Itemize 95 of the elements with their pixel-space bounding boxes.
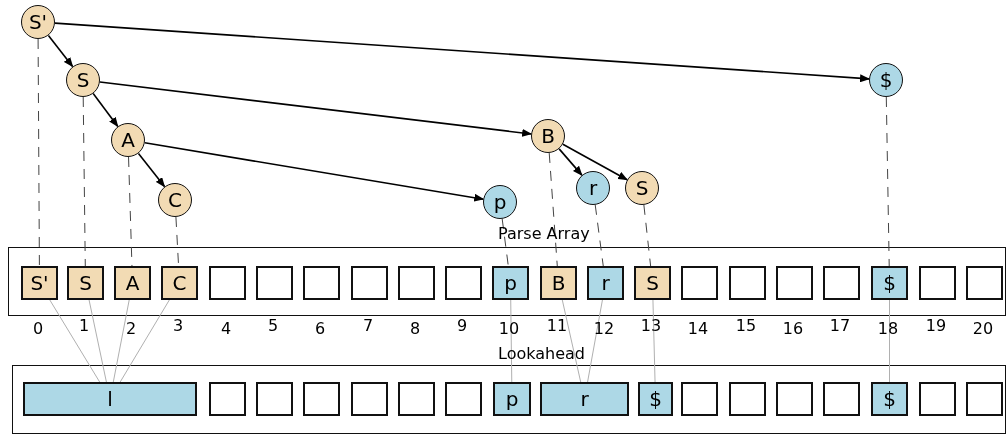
index-number: 2 [124, 319, 138, 338]
dashed-line [128, 156, 133, 267]
index-number: 20 [971, 319, 995, 338]
tree-node-circle: S' [21, 5, 55, 39]
empty-array-cell [445, 266, 482, 300]
array-cell: p [493, 382, 531, 416]
empty-array-cell [445, 382, 482, 416]
empty-array-cell [256, 382, 293, 416]
tree-node-circle: A [111, 123, 145, 157]
arrow [54, 22, 871, 83]
array-cell: p [492, 266, 529, 300]
array-cell: l [23, 382, 197, 416]
arrow [99, 81, 533, 137]
connector-line [49, 299, 101, 383]
array-cell: B [540, 266, 577, 300]
index-number: 13 [639, 316, 663, 335]
empty-array-cell [681, 266, 718, 300]
dashed-line [643, 204, 652, 267]
tree-node-circle: r [576, 171, 610, 205]
dashed-line [501, 218, 509, 267]
connector-line [587, 299, 603, 383]
arrow [92, 92, 119, 128]
panel-title: Parse Array [498, 224, 590, 243]
empty-array-cell [919, 382, 956, 416]
array-cell: C [161, 266, 198, 300]
empty-array-cell [823, 382, 860, 416]
connector-line [112, 299, 130, 383]
empty-array-cell [823, 266, 860, 300]
empty-array-cell [776, 266, 813, 300]
connector-line [561, 299, 582, 383]
empty-array-cell [398, 382, 435, 416]
empty-array-cell [776, 382, 813, 416]
connector-line [652, 299, 656, 383]
index-number: 8 [408, 319, 422, 338]
index-number: 14 [686, 319, 710, 338]
empty-array-cell [303, 382, 340, 416]
empty-array-cell [966, 266, 1003, 300]
empty-array-cell [966, 382, 1003, 416]
array-cell: $ [638, 382, 673, 416]
index-number: 18 [876, 319, 900, 338]
dashed-line [37, 38, 40, 267]
arrow [137, 152, 166, 188]
index-number: 3 [171, 316, 185, 335]
index-number: 7 [361, 316, 375, 335]
connector-line [88, 299, 107, 383]
index-number: 6 [313, 319, 327, 338]
connector-line [889, 299, 890, 383]
array-cell: S' [21, 266, 58, 300]
array-cell: $ [871, 266, 908, 300]
index-number: 1 [77, 316, 91, 335]
index-number: 9 [455, 316, 469, 335]
empty-array-cell [729, 382, 766, 416]
empty-array-cell [919, 266, 956, 300]
array-cell: A [114, 266, 151, 300]
connector-line [510, 299, 513, 383]
arrow [558, 148, 583, 176]
array-cell: $ [871, 382, 908, 416]
tree-node-circle: p [483, 185, 517, 219]
index-number: 0 [31, 319, 45, 338]
connector-line [119, 299, 170, 383]
array-cell: S [67, 266, 104, 300]
index-number: 16 [781, 319, 805, 338]
array-cell: S [634, 266, 671, 300]
empty-array-cell [681, 382, 718, 416]
array-cell: r [587, 266, 624, 300]
empty-array-cell [351, 382, 388, 416]
arrow [47, 34, 74, 68]
dashed-line [548, 152, 558, 267]
dashed-line [885, 96, 890, 267]
tree-node-circle: $ [869, 63, 903, 97]
empty-array-cell [209, 266, 246, 300]
index-number: 12 [592, 319, 616, 338]
empty-array-cell [351, 266, 388, 300]
empty-array-cell [729, 266, 766, 300]
index-number: 15 [734, 316, 758, 335]
array-cell: r [540, 382, 629, 416]
tree-node-circle: S [66, 63, 100, 97]
tree-node-circle: S [625, 171, 659, 205]
index-number: 11 [545, 316, 569, 335]
index-number: 17 [828, 316, 852, 335]
tree-node-circle: B [531, 119, 565, 153]
index-number: 4 [219, 319, 233, 338]
arrow [143, 142, 485, 202]
index-number: 5 [266, 316, 280, 335]
arrow [562, 143, 628, 181]
empty-array-cell [256, 266, 293, 300]
tree-node-circle: C [158, 183, 192, 217]
empty-array-cell [303, 266, 340, 300]
dashed-line [82, 96, 86, 267]
index-number: 10 [497, 319, 521, 338]
empty-array-cell [398, 266, 435, 300]
empty-array-cell [209, 382, 246, 416]
dashed-line [594, 204, 604, 267]
panel-title: Lookahead [498, 344, 585, 363]
index-number: 19 [924, 316, 948, 335]
